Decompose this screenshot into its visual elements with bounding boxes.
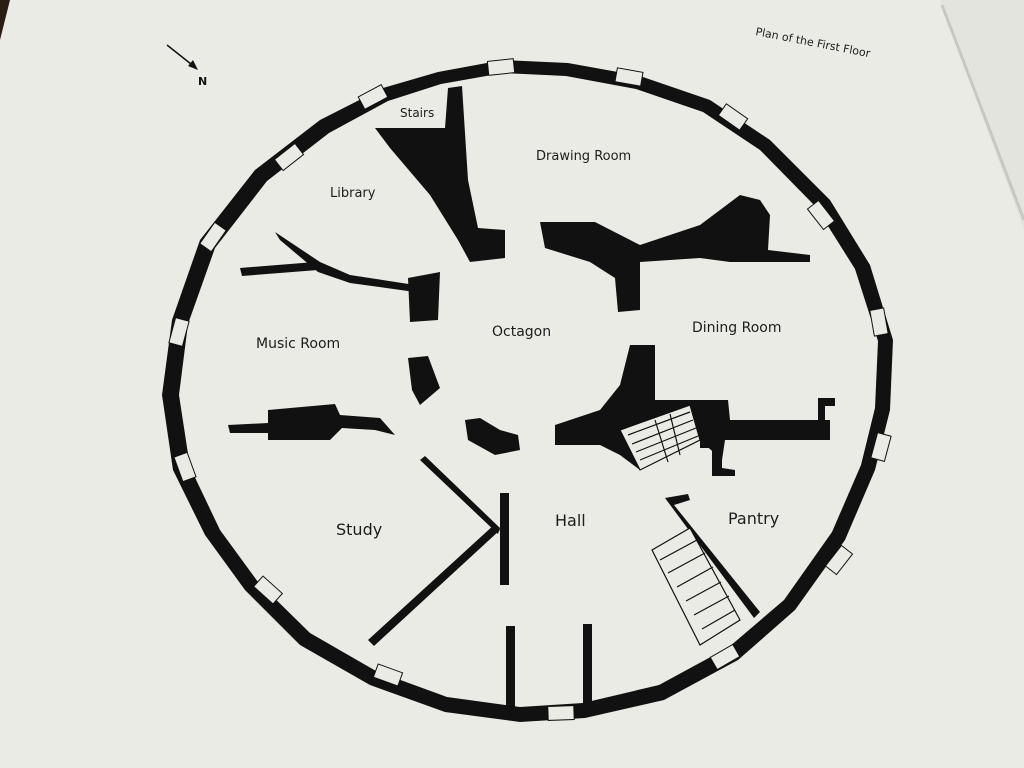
wall-library-music	[275, 232, 415, 292]
room-label-dining-room: Dining Room	[692, 320, 782, 336]
room-label-octagon: Octagon	[492, 324, 551, 340]
wall-study-diagonal-lower	[368, 524, 500, 646]
room-label-music-room: Music Room	[256, 336, 340, 352]
wall-music-study	[228, 404, 395, 440]
wall-stairs-library	[375, 86, 505, 262]
staircase-pantry	[651, 527, 741, 646]
wall-octagon-south	[465, 418, 520, 455]
wall-hall-south-east	[583, 624, 592, 714]
wall-hall-south-west	[506, 626, 515, 716]
room-labels: Stairs Drawing Room Library Octagon Dini…	[256, 106, 782, 539]
wall-drawing-dining	[540, 195, 810, 312]
window-openings	[168, 58, 892, 721]
wall-dining-east	[818, 398, 835, 438]
interior-walls	[228, 86, 835, 716]
wall-hall-west	[500, 493, 509, 585]
room-label-drawing-room: Drawing Room	[536, 149, 631, 164]
wall-pantry	[665, 494, 760, 618]
north-label: N	[198, 75, 207, 88]
room-label-hall: Hall	[555, 511, 586, 530]
room-label-pantry: Pantry	[728, 509, 779, 528]
wall-octagon-west	[408, 356, 440, 405]
wall-hall-stair	[700, 440, 735, 476]
page-gutter	[940, 4, 1024, 221]
staircase-main	[619, 404, 701, 471]
wall-library-octagon	[408, 272, 440, 322]
room-label-study: Study	[336, 520, 382, 539]
north-arrow-icon: N	[166, 44, 207, 88]
wall-music-spur	[240, 262, 318, 276]
wall-study-diagonal-upper	[420, 456, 500, 534]
room-label-library: Library	[330, 186, 376, 201]
room-label-stairs: Stairs	[400, 106, 434, 120]
